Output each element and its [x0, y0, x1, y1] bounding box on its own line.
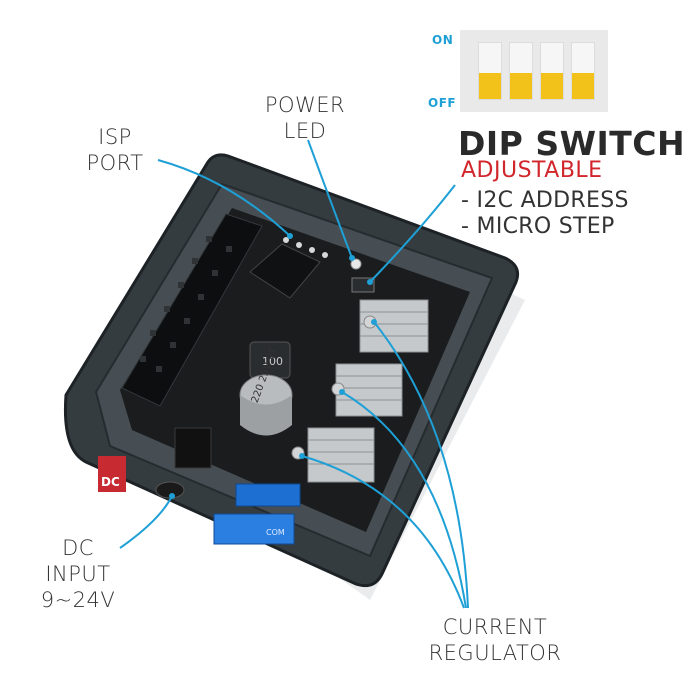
current-regulator-label: CURRENT REGULATOR [405, 614, 585, 666]
callout-current-2 [341, 391, 467, 609]
isp-port-label-line2: PORT [86, 151, 144, 175]
dip-knob-1 [479, 73, 501, 99]
microcontroller-chip [249, 243, 321, 299]
isp-port-label: ISP PORT [75, 124, 155, 176]
dc-input-label-line1: DC [62, 536, 94, 560]
dc-input-label-line2: INPUT [45, 562, 111, 586]
side-dip-sticker: DC [101, 475, 120, 489]
callout-power-led [307, 139, 353, 259]
dip-knob-4 [572, 73, 594, 99]
dip-off-label: OFF [428, 96, 457, 110]
isp-port-pins [283, 237, 328, 258]
driver-heatsink-3 [307, 427, 375, 483]
callout-current-1 [373, 321, 469, 609]
isp-port-label-line1: ISP [98, 125, 132, 149]
callout-dip [369, 184, 456, 283]
power-led [350, 258, 362, 270]
dc-jack [174, 427, 212, 469]
dc-input-label-line3: 9~24V [40, 588, 116, 612]
blue-connector-2 [213, 513, 295, 545]
power-led-label-line2: LED [283, 119, 327, 143]
inductor-marking: 100 [262, 355, 283, 368]
dip-knob-3 [541, 73, 563, 99]
power-led-label: POWER LED [240, 92, 370, 144]
dip-switch-graphic [460, 30, 608, 112]
side-dip-switch [98, 456, 126, 492]
current-regulator-label-line2: REGULATOR [428, 641, 562, 665]
dip-switch-2 [509, 42, 533, 100]
callout-isp [157, 159, 291, 237]
dc-input-label: DC INPUT 9~24V [28, 535, 128, 613]
current-regulator-label-line1: CURRENT [442, 615, 548, 639]
callout-dc [119, 495, 173, 549]
callout-lines [119, 139, 469, 609]
dip-feature-microstep: - MICRO STEP [461, 214, 615, 239]
dip-feature-i2c: - I2C ADDRESS [461, 188, 629, 213]
dip-knob-2 [510, 73, 532, 99]
dip-on-label: ON [432, 33, 454, 47]
callout-current-3 [301, 455, 465, 609]
connector-tag: COM [266, 528, 285, 537]
pin-header [121, 213, 263, 407]
pin-header-pins [140, 236, 232, 372]
dip-switch-3 [540, 42, 564, 100]
dip-switch-subtitle: ADJUSTABLE [461, 158, 603, 183]
dip-switch-title: DIP SWITCH [458, 124, 686, 163]
blue-connector-1 [235, 483, 301, 507]
driver-heatsink-2 [335, 363, 403, 417]
dip-switch-1 [478, 42, 502, 100]
power-led-label-line1: POWER [264, 93, 346, 117]
capacitor-body [240, 395, 292, 436]
dip-switch-4 [571, 42, 595, 100]
callout-arrowheads [169, 233, 377, 499]
